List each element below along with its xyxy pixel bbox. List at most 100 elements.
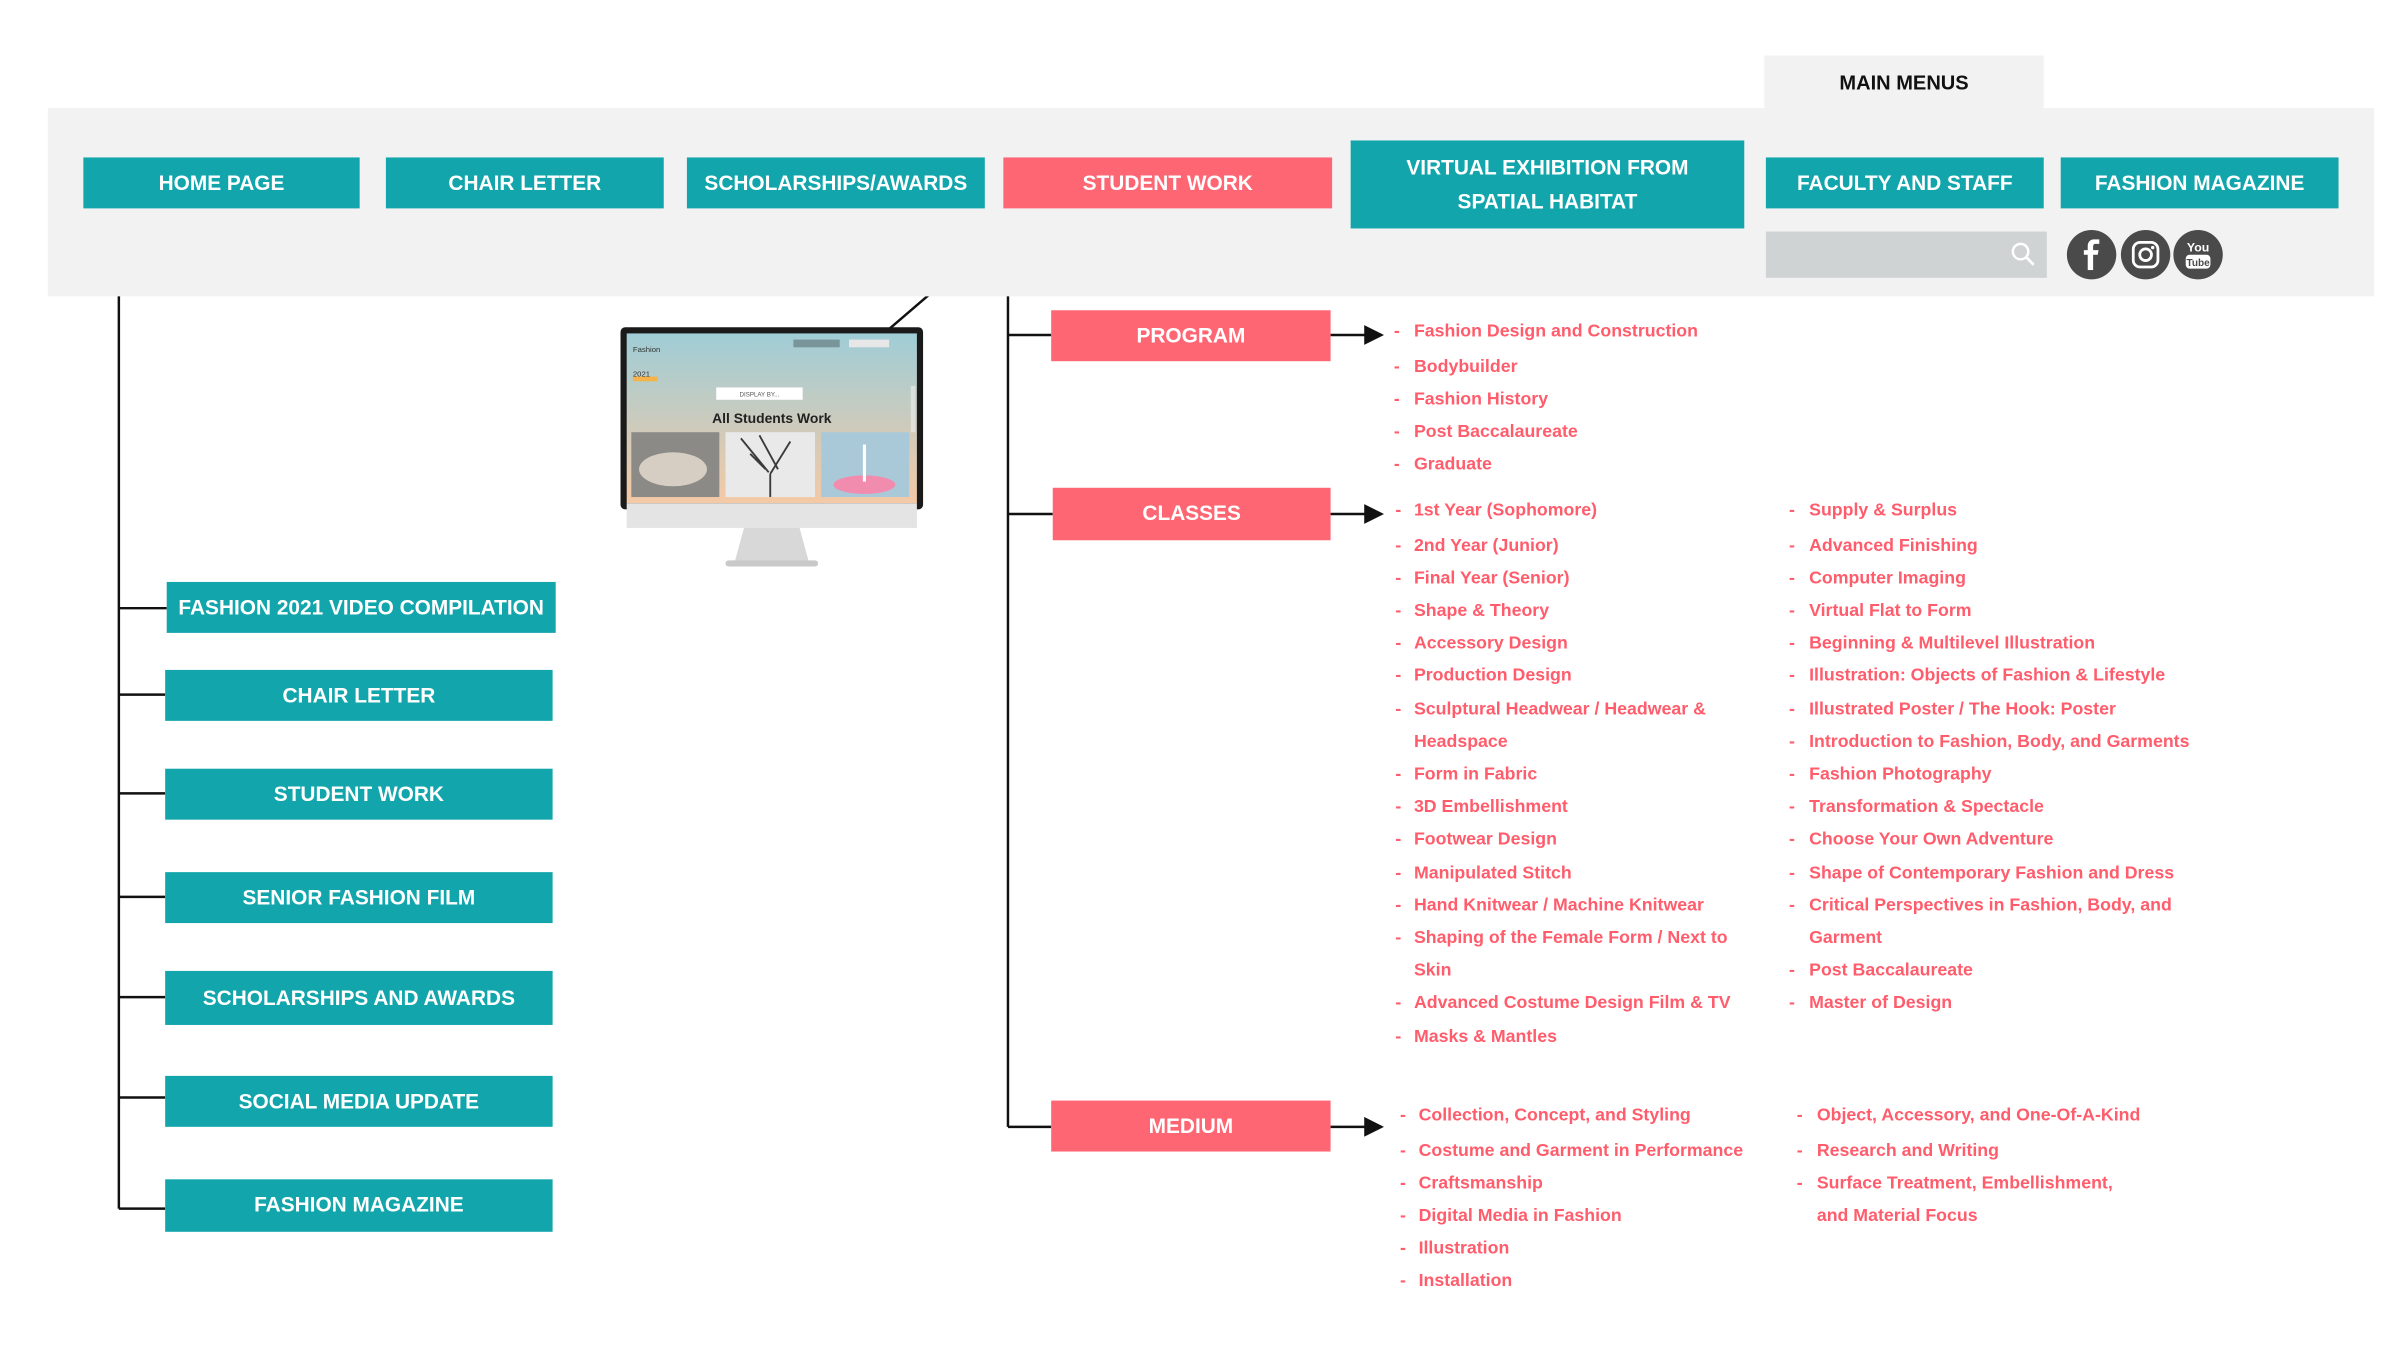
list-dash: - (1789, 798, 1795, 817)
list-item[interactable]: Installation (1418, 1271, 1513, 1291)
list-item[interactable]: Headspace (1413, 733, 1508, 752)
list-dash: - (1395, 501, 1402, 521)
menu-virtual-exhibition-line2: SPATIAL HABITAT (1457, 189, 1638, 213)
list-dash: - (1393, 422, 1400, 442)
list-item[interactable]: Garment (1809, 929, 1883, 948)
list-dash: - (1395, 896, 1402, 916)
monitor-brand: Fashion 2021 (632, 345, 661, 380)
list-dash: - (1395, 700, 1402, 720)
list-item[interactable]: Costume and Garment in Performance (1418, 1142, 1744, 1161)
list-dash: - (1393, 322, 1400, 342)
list-item[interactable]: Shaping of the Female Form / Next to (1413, 929, 1728, 948)
menu-home-page[interactable]: HOME PAGE (83, 157, 360, 209)
list-item[interactable]: Craftsmanship (1418, 1174, 1543, 1194)
list-item[interactable]: Advanced Finishing (1809, 537, 1978, 556)
list-item[interactable]: Hand Knitwear / Machine Knitwear (1413, 896, 1704, 916)
list-dash: - (1796, 1142, 1803, 1161)
list-item[interactable]: Supply & Surplus (1809, 501, 1958, 521)
list-item[interactable]: Collection, Concept, and Styling (1418, 1106, 1691, 1126)
list-item[interactable]: Master of Design (1809, 994, 1953, 1013)
list-dash: - (1400, 1106, 1406, 1126)
menu-scholarships-awards[interactable]: SCHOLARSHIPS/AWARDS (686, 157, 985, 209)
menu-fashion-magazine[interactable]: FASHION MAGAZINE (2060, 157, 2339, 209)
list-dash: - (1789, 961, 1795, 981)
instagram-icon[interactable] (2120, 229, 2171, 280)
list-item[interactable]: Research and Writing (1816, 1142, 1999, 1161)
list-dash: - (1789, 896, 1795, 916)
list-item[interactable]: Form in Fabric (1413, 765, 1538, 785)
list-item[interactable]: Object, Accessory, and One-Of-A-Kind (1816, 1106, 2141, 1126)
list-item[interactable]: Critical Perspectives in Fashion, Body, … (1809, 896, 2172, 916)
list-item[interactable]: Post Baccalaureate (1809, 961, 1973, 981)
list-item[interactable]: Post Baccalaureate (1413, 422, 1578, 442)
list-dash: - (1395, 994, 1402, 1013)
list-item[interactable]: Masks & Mantles (1413, 1028, 1558, 1047)
list-item[interactable]: Accessory Design (1413, 634, 1568, 653)
list-item[interactable]: 1st Year (Sophomore) (1413, 501, 1598, 521)
list-item[interactable]: Skin (1413, 961, 1452, 981)
list-item[interactable]: Computer Imaging (1809, 569, 1966, 589)
list-dash: - (1400, 1174, 1406, 1194)
list-item[interactable]: and Material Focus (1816, 1207, 1978, 1226)
list-item[interactable]: Digital Media in Fashion (1418, 1207, 1622, 1226)
list-item[interactable]: Shape of Contemporary Fashion and Dress (1809, 864, 2175, 883)
list-item[interactable]: Bodybuilder (1413, 358, 1518, 377)
list-dash: - (1400, 1271, 1406, 1291)
section-classes[interactable]: CLASSES (1052, 487, 1331, 541)
list-item[interactable]: Graduate (1413, 455, 1492, 474)
list-dash: - (1395, 537, 1402, 556)
section-program[interactable]: PROGRAM (1051, 310, 1331, 362)
list-item[interactable]: Virtual Flat to Form (1809, 602, 1972, 621)
list-item[interactable]: 3D Embellishment (1413, 798, 1568, 817)
list-dash: - (1393, 358, 1400, 377)
list-dash: - (1400, 1207, 1406, 1226)
search-input[interactable] (1765, 231, 2047, 278)
list-dash: - (1395, 634, 1402, 653)
monitor-heading: All Students Work (712, 410, 832, 427)
home-sub-video-compilation[interactable]: FASHION 2021 VIDEO COMPILATION (166, 581, 556, 633)
list-dash: - (1789, 864, 1795, 883)
list-item[interactable]: Surface Treatment, Embellishment, (1816, 1174, 2113, 1194)
list-dash: - (1400, 1142, 1406, 1161)
list-item[interactable]: Illustration: Objects of Fashion & Lifes… (1809, 666, 2166, 686)
list-item[interactable]: Beginning & Multilevel Illustration (1809, 634, 2096, 653)
list-item[interactable]: Footwear Design (1413, 830, 1557, 849)
list-item[interactable]: Final Year (Senior) (1413, 569, 1570, 589)
list-item[interactable]: Advanced Costume Design Film & TV (1413, 994, 1731, 1013)
main-menus-tab: MAIN MENUS (1764, 55, 2044, 109)
search-icon[interactable] (2010, 241, 2038, 269)
menu-faculty-staff[interactable]: FACULTY AND STAFF (1765, 157, 2044, 209)
list-item[interactable]: Sculptural Headwear / Headwear & (1413, 700, 1706, 720)
list-dash: - (1796, 1174, 1803, 1194)
list-item[interactable]: Illustrated Poster / The Hook: Poster (1809, 700, 2116, 720)
menu-virtual-exhibition[interactable]: VIRTUAL EXHIBITION FROM SPATIAL HABITAT (1350, 140, 1745, 229)
list-item[interactable]: Transformation & Spectacle (1809, 798, 2044, 817)
list-dash: - (1796, 1106, 1803, 1126)
list-item[interactable]: Shape & Theory (1413, 602, 1550, 621)
list-item[interactable]: Manipulated Stitch (1413, 864, 1572, 883)
home-sub-scholarships-awards[interactable]: SCHOLARSHIPS AND AWARDS (165, 970, 553, 1025)
home-sub-fashion-magazine[interactable]: FASHION MAGAZINE (165, 1179, 553, 1232)
menu-student-work[interactable]: STUDENT WORK (1003, 157, 1333, 209)
svg-text:You: You (2187, 241, 2209, 255)
home-sub-senior-fashion-film[interactable]: SENIOR FASHION FILM (165, 872, 553, 924)
list-item[interactable]: Fashion Design and Construction (1413, 322, 1698, 342)
facebook-icon[interactable] (2066, 229, 2117, 280)
home-sub-chair-letter[interactable]: CHAIR LETTER (165, 669, 553, 721)
svg-text:Tube: Tube (2186, 258, 2210, 269)
youtube-icon[interactable]: You Tube (2173, 229, 2223, 280)
list-item[interactable]: Choose Your Own Adventure (1809, 830, 2054, 849)
home-sub-social-media-update[interactable]: SOCIAL MEDIA UPDATE (165, 1075, 553, 1127)
home-sub-student-work[interactable]: STUDENT WORK (165, 768, 553, 820)
list-item[interactable]: Production Design (1413, 666, 1572, 686)
list-item[interactable]: Fashion Photography (1809, 765, 1992, 785)
list-dash: - (1395, 666, 1402, 686)
list-item[interactable]: Fashion History (1413, 390, 1549, 410)
list-item[interactable]: Introduction to Fashion, Body, and Garme… (1809, 733, 2190, 752)
section-medium[interactable]: MEDIUM (1051, 1100, 1331, 1152)
list-item[interactable]: 2nd Year (Junior) (1413, 537, 1559, 556)
list-item[interactable]: Illustration (1418, 1239, 1510, 1259)
monitor-preview: Fashion 2021 DISPLAY BY... All Students … (617, 324, 926, 571)
menu-chair-letter[interactable]: CHAIR LETTER (385, 157, 664, 209)
